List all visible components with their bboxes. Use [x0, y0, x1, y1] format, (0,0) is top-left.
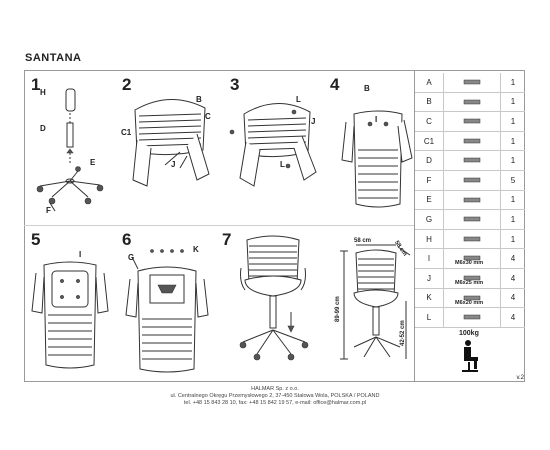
step-number-5: 5 — [31, 230, 41, 249]
part-letter: C1 — [415, 131, 444, 151]
part-quantity: 1 — [500, 131, 525, 151]
version-label: v.2 — [516, 375, 524, 381]
seat-cushion-icon — [444, 73, 501, 92]
part-quantity: 1 — [500, 73, 525, 92]
label-k: K — [193, 245, 199, 254]
part-size-note: M6x20 mm — [455, 299, 484, 306]
product-title: SANTANA — [25, 52, 82, 64]
parts-row: K M6x20 mm 4 — [415, 288, 525, 309]
mechanism-icon — [444, 210, 501, 229]
step6-illustration — [125, 249, 209, 373]
step2-illustration — [132, 99, 210, 187]
step3-illustration — [229, 103, 317, 187]
step1-illustration — [36, 88, 104, 212]
part-size-note: M6x30 mm — [455, 260, 484, 267]
part-quantity: 1 — [500, 151, 525, 170]
label-h: H — [40, 88, 46, 97]
footer-company: HALMAR Sp. z o.o. — [251, 386, 299, 392]
row-divider — [24, 225, 414, 226]
step4-illustration — [341, 110, 413, 208]
star-base-icon — [444, 191, 501, 210]
bolt-icon — [444, 269, 501, 288]
footer-address: ul. Centralnego Okręgu Przemysłowego 2, … — [170, 393, 380, 399]
part-letter: C — [415, 112, 444, 131]
part-letter: J — [415, 269, 444, 288]
parts-row: C1 1 — [415, 131, 525, 152]
step-number-4: 4 — [330, 75, 340, 94]
label-j: J — [171, 160, 176, 169]
part-letter: D — [415, 151, 444, 170]
step5-illustration — [31, 261, 109, 369]
part-quantity: 1 — [500, 229, 525, 249]
dim-height-total: 89-99 cm — [335, 296, 341, 322]
parts-row: J M6x25 mm 4 — [415, 269, 525, 289]
part-letter: H — [415, 229, 444, 249]
label-f: F — [46, 206, 51, 215]
washer-icon — [444, 308, 501, 327]
part-quantity: 1 — [500, 190, 525, 210]
label-i-step4: I — [375, 115, 378, 124]
dimension-drawing — [340, 244, 411, 360]
step-number-7: 7 — [222, 230, 232, 249]
caster-icon — [444, 171, 501, 190]
part-quantity: 1 — [500, 112, 525, 131]
label-e: E — [90, 158, 96, 167]
part-quantity: 4 — [500, 308, 525, 327]
max-load-label: 100kg — [459, 330, 479, 337]
part-quantity: 1 — [500, 92, 525, 112]
label-l-top: L — [296, 95, 301, 104]
part-quantity: 4 — [500, 269, 525, 288]
part-letter: A — [415, 73, 444, 92]
max-load-icon — [462, 340, 478, 372]
part-size-note: M6x25 mm — [455, 280, 484, 286]
parts-row: I M6x30 mm 4 — [415, 249, 525, 269]
part-letter: E — [415, 190, 444, 210]
part-letter: B — [415, 92, 444, 112]
dim-width: 58 cm — [354, 238, 372, 244]
part-quantity: 5 — [500, 171, 525, 190]
backrest-icon — [444, 93, 501, 112]
instruction-frame — [24, 70, 525, 382]
step7-assembled-chair — [239, 235, 309, 361]
label-c: C — [205, 112, 211, 121]
part-quantity: 4 — [500, 249, 525, 268]
step-number-1: 1 — [31, 75, 41, 94]
label-i-step5: I — [79, 250, 82, 259]
part-letter: L — [415, 308, 444, 327]
gas-lift-icon — [444, 151, 501, 170]
label-l-bottom: L — [280, 160, 285, 169]
part-letter: I — [415, 249, 444, 268]
bolt-icon — [444, 289, 501, 308]
label-g: G — [128, 253, 135, 262]
label-j-step3: J — [311, 117, 316, 126]
footer-contact: tel. +48 15 843 28 10, fax: +48 15 842 1… — [183, 400, 367, 406]
parts-divider — [414, 70, 415, 382]
dim-seat-height: 42-52 cm — [400, 320, 406, 346]
label-b: B — [196, 95, 202, 104]
part-quantity: 4 — [500, 288, 525, 308]
part-quantity: 1 — [500, 210, 525, 229]
step-number-6: 6 — [122, 230, 132, 249]
label-b-step4: B — [364, 84, 370, 93]
bolt-icon — [444, 249, 501, 268]
part-letter: K — [415, 288, 444, 308]
label-d: D — [40, 124, 46, 133]
part-letter: F — [415, 171, 444, 190]
step-number-3: 3 — [230, 75, 240, 94]
cover-icon — [444, 230, 501, 249]
armrest-icon — [444, 112, 501, 131]
armrest-icon — [444, 132, 501, 151]
part-letter: G — [415, 210, 444, 229]
step-number-2: 2 — [122, 75, 132, 94]
label-c1: C1 — [121, 128, 132, 137]
